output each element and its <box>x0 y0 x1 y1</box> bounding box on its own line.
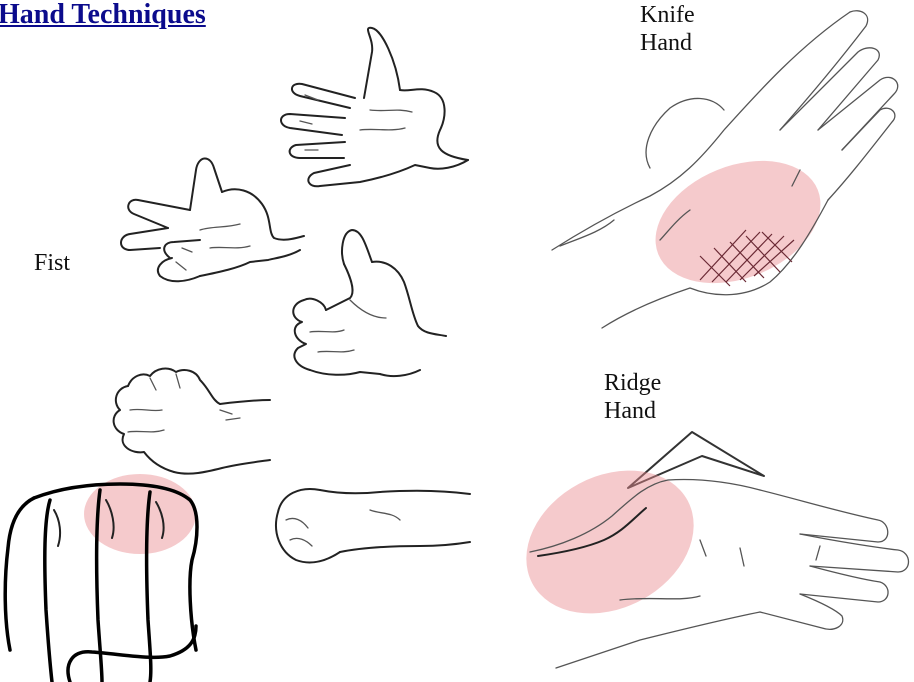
curling-fingers-hand-icon <box>293 230 446 376</box>
open-hand-palm-icon <box>281 28 468 186</box>
knife-hand-icon <box>552 11 898 328</box>
half-curled-hand-icon <box>121 158 304 281</box>
front-fist-icon <box>114 369 270 474</box>
large-fist-knuckles-icon <box>5 474 197 682</box>
ridge-hand-icon <box>501 432 908 668</box>
side-fist-icon <box>276 489 470 562</box>
